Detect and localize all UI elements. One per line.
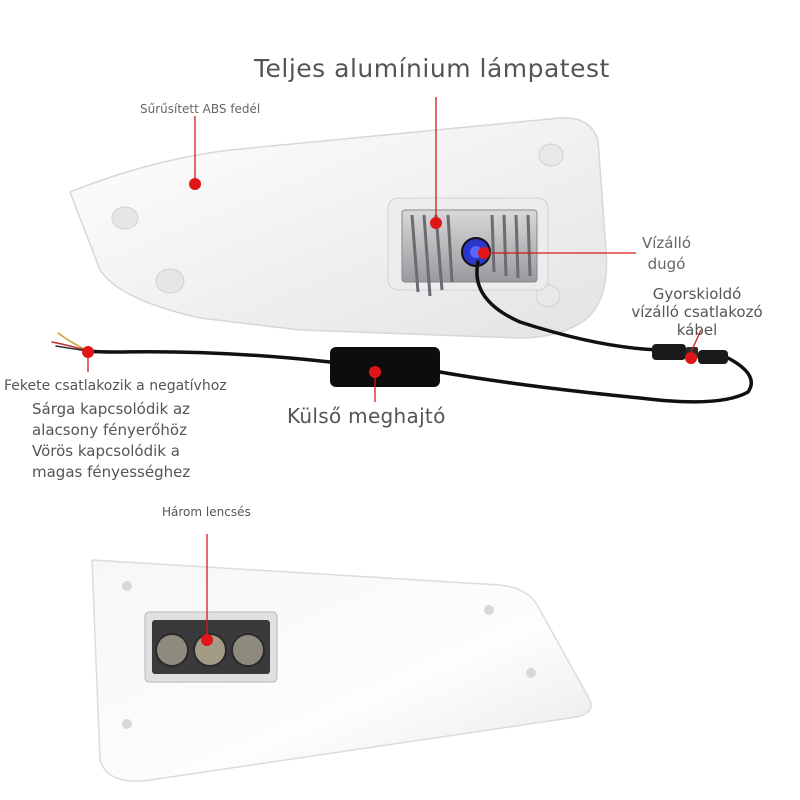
screw-hole	[122, 719, 132, 729]
leader-lines	[87, 97, 702, 638]
screw-hole	[484, 605, 494, 615]
marker-dot	[685, 352, 697, 364]
screw-hole	[526, 668, 536, 678]
waterproof-plug-label-line1: Vízálló	[642, 234, 692, 252]
waterproof-plug-label: Vízálló dugó	[642, 233, 691, 275]
wire-black-label: Fekete csatlakozik a negatívhoz	[4, 378, 227, 394]
screw-hole	[122, 581, 132, 591]
wire-red-label-line1: Vörös kapcsolódik a	[32, 442, 180, 460]
abs-cover-label: Sűrűsített ABS fedél	[140, 102, 261, 116]
housing-label: Teljes alumínium lámpatest	[254, 54, 610, 83]
leader-line	[690, 329, 702, 353]
mount-bump	[538, 143, 564, 167]
marker-dot	[189, 178, 201, 190]
lens-module	[144, 611, 278, 683]
three-lenses-label: Három lencsés	[162, 505, 251, 519]
upper-lamp	[69, 117, 608, 339]
marker-dot	[430, 217, 442, 229]
cable	[51, 260, 753, 404]
lower-lamp	[91, 559, 592, 782]
lens	[231, 633, 265, 667]
wire-yellow-label-line2: alacsony fényerőhöz	[32, 421, 187, 439]
wire-red-label-line2: magas fényességhez	[32, 463, 191, 481]
waterproof-plug-label-line2: dugó	[647, 255, 686, 273]
marker-dot	[201, 634, 213, 646]
wiring-label: Fekete csatlakozik a negatívhoz Sárga ka…	[4, 376, 227, 483]
wire-yellow-label-line1: Sárga kapcsolódik az	[32, 400, 191, 418]
quick-connector-label: Gyorskioldó vízálló csatlakozó kábel	[612, 285, 782, 339]
marker-dot	[82, 346, 94, 358]
quick-connector-label-line3: kábel	[676, 321, 718, 339]
external-driver-label: Külső meghajtó	[287, 404, 446, 428]
external-driver-box	[330, 347, 440, 387]
marker-dot	[369, 366, 381, 378]
quick-connector-label-line1: Gyorskioldó	[652, 285, 742, 303]
mount-bump	[535, 284, 561, 308]
mount-bump	[155, 268, 185, 294]
markers	[82, 178, 697, 646]
marker-dot	[478, 247, 490, 259]
lens	[155, 633, 189, 667]
mount-bump	[111, 206, 139, 230]
quick-connector-label-line2: vízálló csatlakozó	[631, 303, 763, 321]
